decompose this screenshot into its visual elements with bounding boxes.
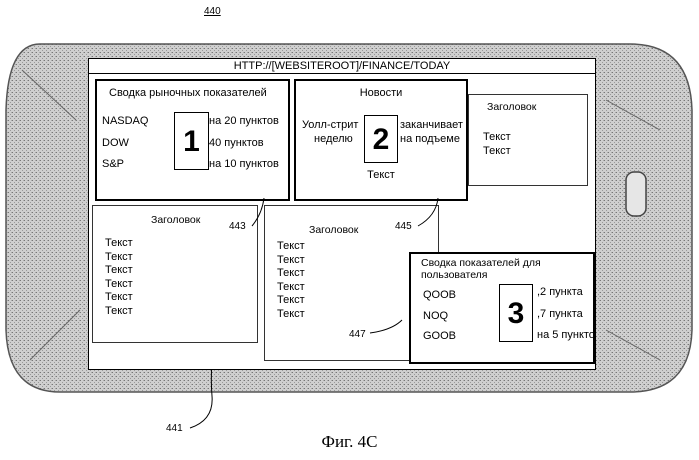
panel-text-line: Текст [105, 278, 133, 292]
market-row-name: NASDAQ [102, 115, 148, 127]
panel-text-line: Текст [277, 267, 305, 281]
ref-443: 443 [229, 221, 246, 232]
panel-text-line: Текст [277, 294, 305, 308]
news-body-text: Текст [296, 169, 466, 181]
widget-number-badge: 2 [364, 115, 398, 163]
panel-text-lines: Текст Текст Текст Текст Текст Текст [277, 240, 305, 322]
market-row-value: 40 пунктов [209, 137, 264, 149]
panel-heading: Заголовок [309, 224, 358, 236]
user-summary-widget[interactable]: Сводка показателей для пользователя QOOB… [409, 252, 595, 364]
market-row-value: на 10 пунктов [209, 158, 279, 170]
news-title: Новости [296, 87, 466, 99]
user-row-value: ,2 пункта [537, 286, 583, 298]
panel-text-line: Текст [105, 237, 133, 251]
side-button [626, 172, 646, 216]
panel-text-lines: Текст Текст Текст Текст Текст Текст [105, 237, 133, 319]
market-row-value: на 20 пунктов [209, 115, 279, 127]
panel-text-line: Текст [277, 281, 305, 295]
user-row-name: NOQ [423, 310, 448, 322]
user-row-value: на 5 пункто [537, 329, 595, 341]
panel-text-line: Текст [105, 251, 133, 265]
figure-caption: Фиг. 4C [0, 432, 699, 452]
user-summary-title: пользователя [421, 269, 488, 281]
market-row-name: S&P [102, 158, 124, 170]
user-summary-title: Сводка показателей для [421, 257, 541, 269]
headline-panel-top-right[interactable]: Заголовок Текст Текст [468, 94, 588, 186]
news-headline-right: на подъеме [400, 133, 460, 145]
panel-text-line: Текст [483, 145, 511, 159]
user-row-name: GOOB [423, 330, 456, 342]
news-widget[interactable]: Новости Уолл-стрит неделю заканчивает на… [294, 79, 468, 201]
panel-text-line: Текст [105, 305, 133, 319]
panel-text-line: Текст [277, 240, 305, 254]
panel-heading: Заголовок [151, 214, 200, 226]
widget-number-badge: 3 [499, 284, 533, 342]
panel-text-line: Текст [105, 291, 133, 305]
panel-text-line: Текст [277, 308, 305, 322]
panel-heading: Заголовок [487, 101, 536, 113]
panel-text-line: Текст [105, 264, 133, 278]
ref-447: 447 [349, 329, 366, 340]
user-row-value: ,7 пункта [537, 308, 583, 320]
market-summary-title: Сводка рыночных показателей [109, 87, 267, 99]
panel-text-line: Текст [277, 254, 305, 268]
ref-445: 445 [395, 221, 412, 232]
widget-number-badge: 1 [174, 112, 209, 170]
url-bar[interactable]: HTTP://[WEBSITEROOT]/FINANCE/TODAY [89, 59, 595, 74]
market-summary-widget[interactable]: Сводка рыночных показателей NASDAQ DOW S… [95, 79, 290, 201]
user-row-name: QOOB [423, 289, 456, 301]
news-headline-left: неделю [314, 133, 353, 145]
news-headline-right: заканчивает [400, 119, 463, 131]
news-headline-left: Уолл-стрит [302, 119, 358, 131]
panel-text-lines: Текст Текст [483, 131, 511, 158]
market-row-name: DOW [102, 137, 129, 149]
panel-text-line: Текст [483, 131, 511, 145]
